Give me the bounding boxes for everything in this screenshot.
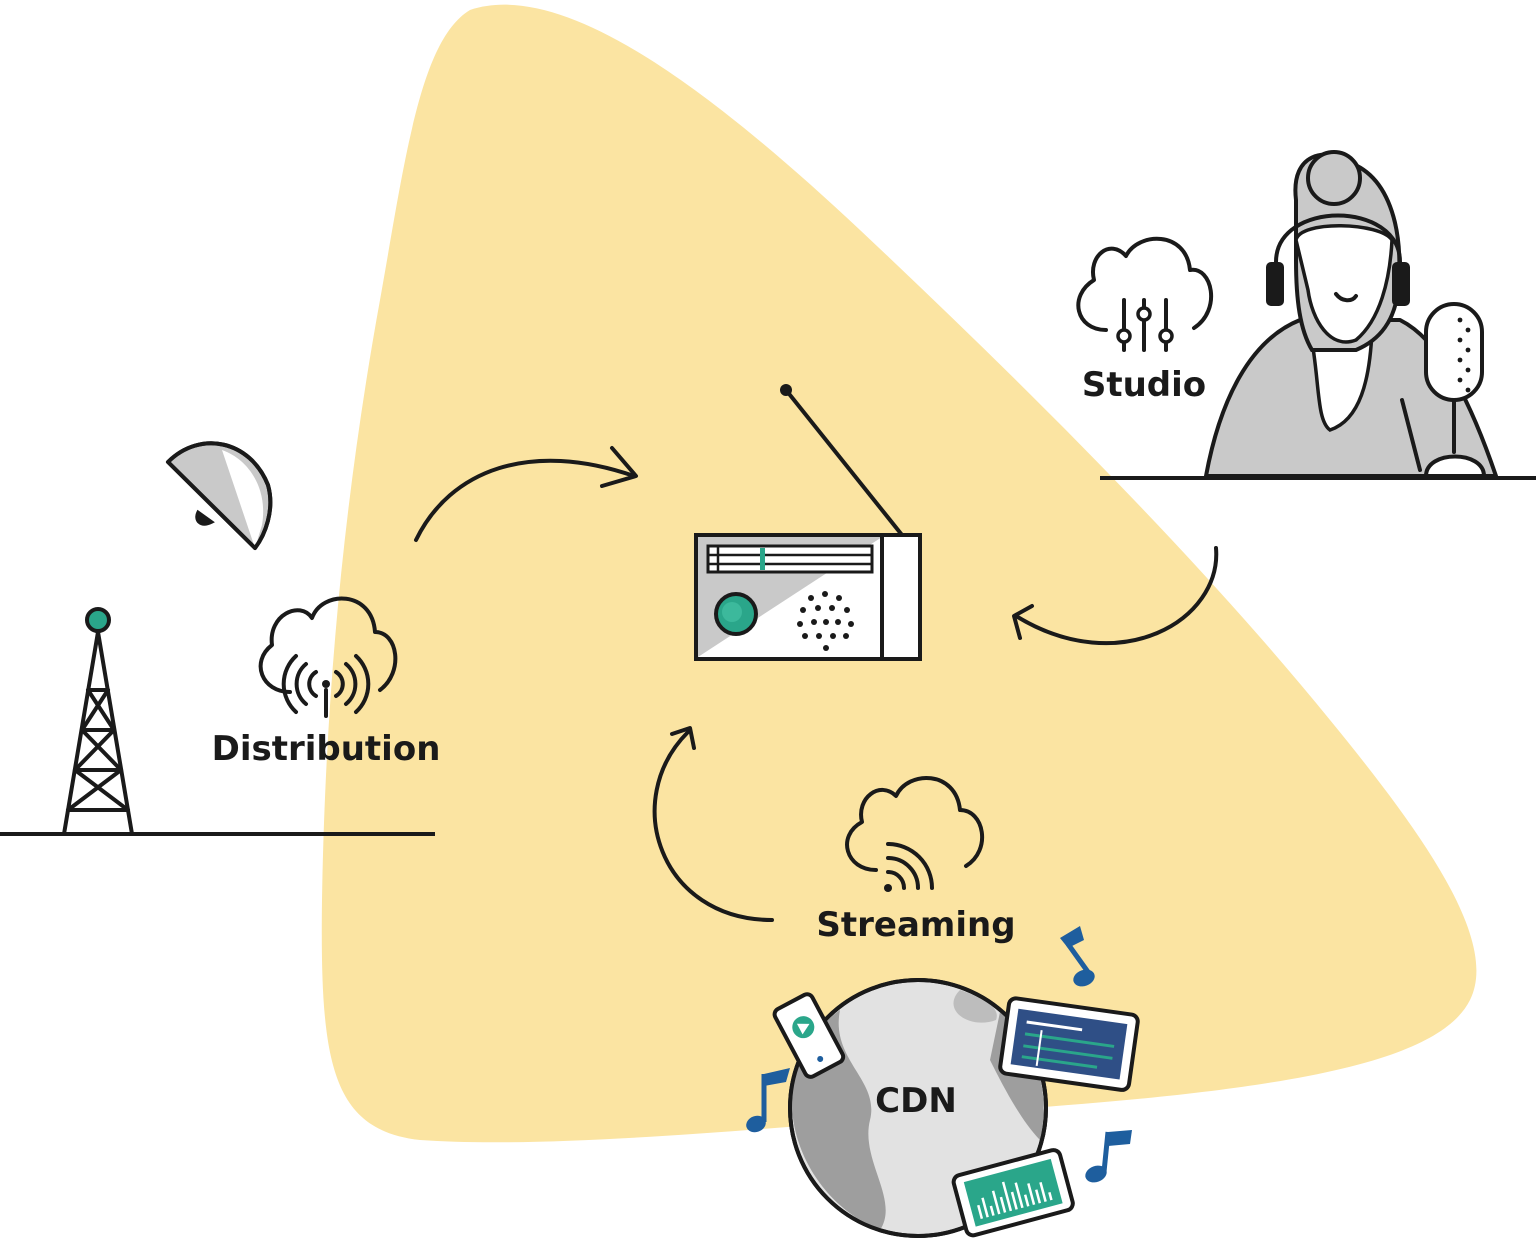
tablet-icon-blue xyxy=(998,996,1140,1092)
music-note-icon-bottom-right xyxy=(1085,1130,1132,1183)
transmission-tower-icon xyxy=(62,607,134,836)
music-note-icon-left xyxy=(746,1068,790,1133)
streaming-label: Streaming xyxy=(816,905,1015,945)
distribution-label: Distribution xyxy=(212,729,441,769)
arrow-distribution-to-radio xyxy=(414,446,638,542)
presenter-with-microphone-icon xyxy=(1204,150,1498,478)
music-note-icon-top-right xyxy=(1060,926,1095,987)
radio-icon xyxy=(694,384,922,661)
cdn-label: CDN xyxy=(875,1081,957,1121)
satellite-dish-icon xyxy=(166,441,273,550)
cloud-mixer-icon xyxy=(1076,236,1214,352)
cloud-stream-icon xyxy=(845,775,985,892)
smartphone-icon xyxy=(772,992,846,1079)
tablet-icon-equalizer xyxy=(951,1148,1075,1238)
studio-label: Studio xyxy=(1082,365,1206,405)
cloud-broadcast-icon xyxy=(258,596,398,718)
arrow-studio-to-radio xyxy=(1012,546,1219,646)
arrow-streaming-to-radio xyxy=(652,726,774,922)
